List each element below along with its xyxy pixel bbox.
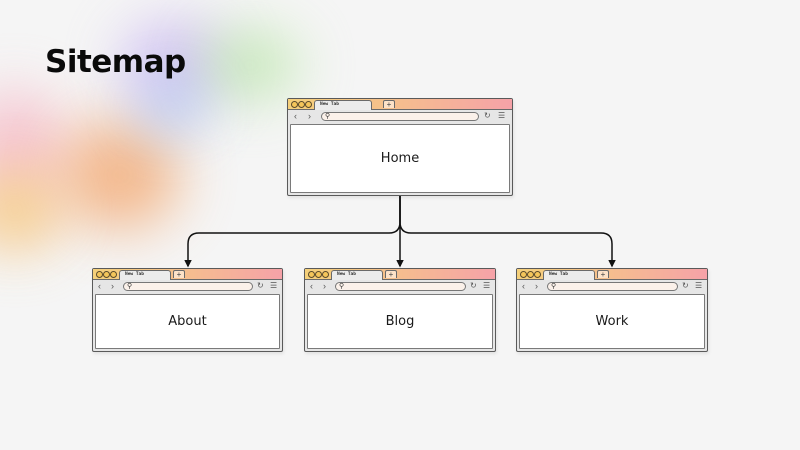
window-dot-icon — [308, 271, 315, 278]
forward-icon: › — [111, 281, 114, 291]
browser-toolbar: ‹ › ⚲ ↻ ☰ — [305, 279, 495, 294]
background-blob-green — [200, 30, 300, 100]
background-blob-blue — [140, 85, 200, 135]
page-title: Sitemap — [45, 44, 186, 80]
node-label-home: Home — [380, 151, 420, 166]
window-dot-icon — [110, 271, 117, 278]
node-label-work: Work — [595, 314, 629, 329]
search-icon: ⚲ — [339, 283, 345, 290]
address-bar: ⚲ — [547, 282, 678, 291]
browser-content: Home — [290, 124, 510, 193]
browser-tab: New Tab — [331, 270, 383, 280]
menu-icon: ☰ — [695, 281, 703, 290]
browser-toolbar: ‹ › ⚲ ↻ ☰ — [93, 279, 282, 294]
window-dot-icon — [298, 101, 305, 108]
window-dot-icon — [322, 271, 329, 278]
reload-icon: ↻ — [682, 281, 689, 290]
node-label-blog: Blog — [385, 314, 415, 329]
back-icon: ‹ — [310, 281, 313, 291]
browser-toolbar: ‹ › ⚲ ↻ ☰ — [517, 279, 707, 294]
browser-titlebar: New Tab + — [288, 99, 512, 110]
node-label-about: About — [168, 314, 207, 329]
connector-home-about — [184, 196, 401, 268]
browser-tab: New Tab — [314, 100, 372, 110]
browser-titlebar: New Tab + — [305, 269, 495, 280]
window-dot-icon — [305, 101, 312, 108]
browser-toolbar: ‹ › ⚲ ↻ ☰ — [288, 109, 512, 124]
forward-icon: › — [323, 281, 326, 291]
forward-icon: › — [535, 281, 538, 291]
background-blob-orange — [60, 120, 180, 230]
address-bar: ⚲ — [335, 282, 466, 291]
browser-node-work: New Tab + ‹ › ⚲ ↻ ☰ Work — [516, 268, 708, 352]
back-icon: ‹ — [522, 281, 525, 291]
browser-content: Work — [519, 294, 705, 349]
reload-icon: ↻ — [257, 281, 264, 290]
connector-home-work — [399, 196, 616, 268]
new-tab-icon: + — [173, 270, 185, 279]
browser-tab: New Tab — [119, 270, 171, 280]
browser-tab: New Tab — [543, 270, 595, 280]
address-bar: ⚲ — [321, 112, 479, 121]
forward-icon: › — [308, 111, 311, 121]
search-icon: ⚲ — [127, 283, 133, 290]
window-dot-icon — [534, 271, 541, 278]
back-icon: ‹ — [98, 281, 101, 291]
search-icon: ⚲ — [551, 283, 557, 290]
browser-node-home: New Tab + ‹ › ⚲ ↻ ☰ Home — [287, 98, 513, 196]
window-dot-icon — [315, 271, 322, 278]
window-dot-icon — [527, 271, 534, 278]
menu-icon: ☰ — [270, 281, 278, 290]
back-icon: ‹ — [294, 111, 297, 121]
browser-titlebar: New Tab + — [93, 269, 282, 280]
browser-content: Blog — [307, 294, 493, 349]
window-dot-icon — [96, 271, 103, 278]
search-icon: ⚲ — [325, 113, 331, 120]
address-bar: ⚲ — [123, 282, 253, 291]
window-dot-icon — [103, 271, 110, 278]
browser-content: About — [95, 294, 280, 349]
new-tab-icon: + — [383, 100, 395, 109]
browser-node-about: New Tab + ‹ › ⚲ ↻ ☰ About — [92, 268, 283, 352]
menu-icon: ☰ — [498, 111, 506, 120]
reload-icon: ↻ — [484, 111, 491, 120]
menu-icon: ☰ — [483, 281, 491, 290]
browser-node-blog: New Tab + ‹ › ⚲ ↻ ☰ Blog — [304, 268, 496, 352]
reload-icon: ↻ — [470, 281, 477, 290]
new-tab-icon: + — [385, 270, 397, 279]
window-dot-icon — [520, 271, 527, 278]
new-tab-icon: + — [597, 270, 609, 279]
browser-titlebar: New Tab + — [517, 269, 707, 280]
window-dot-icon — [291, 101, 298, 108]
